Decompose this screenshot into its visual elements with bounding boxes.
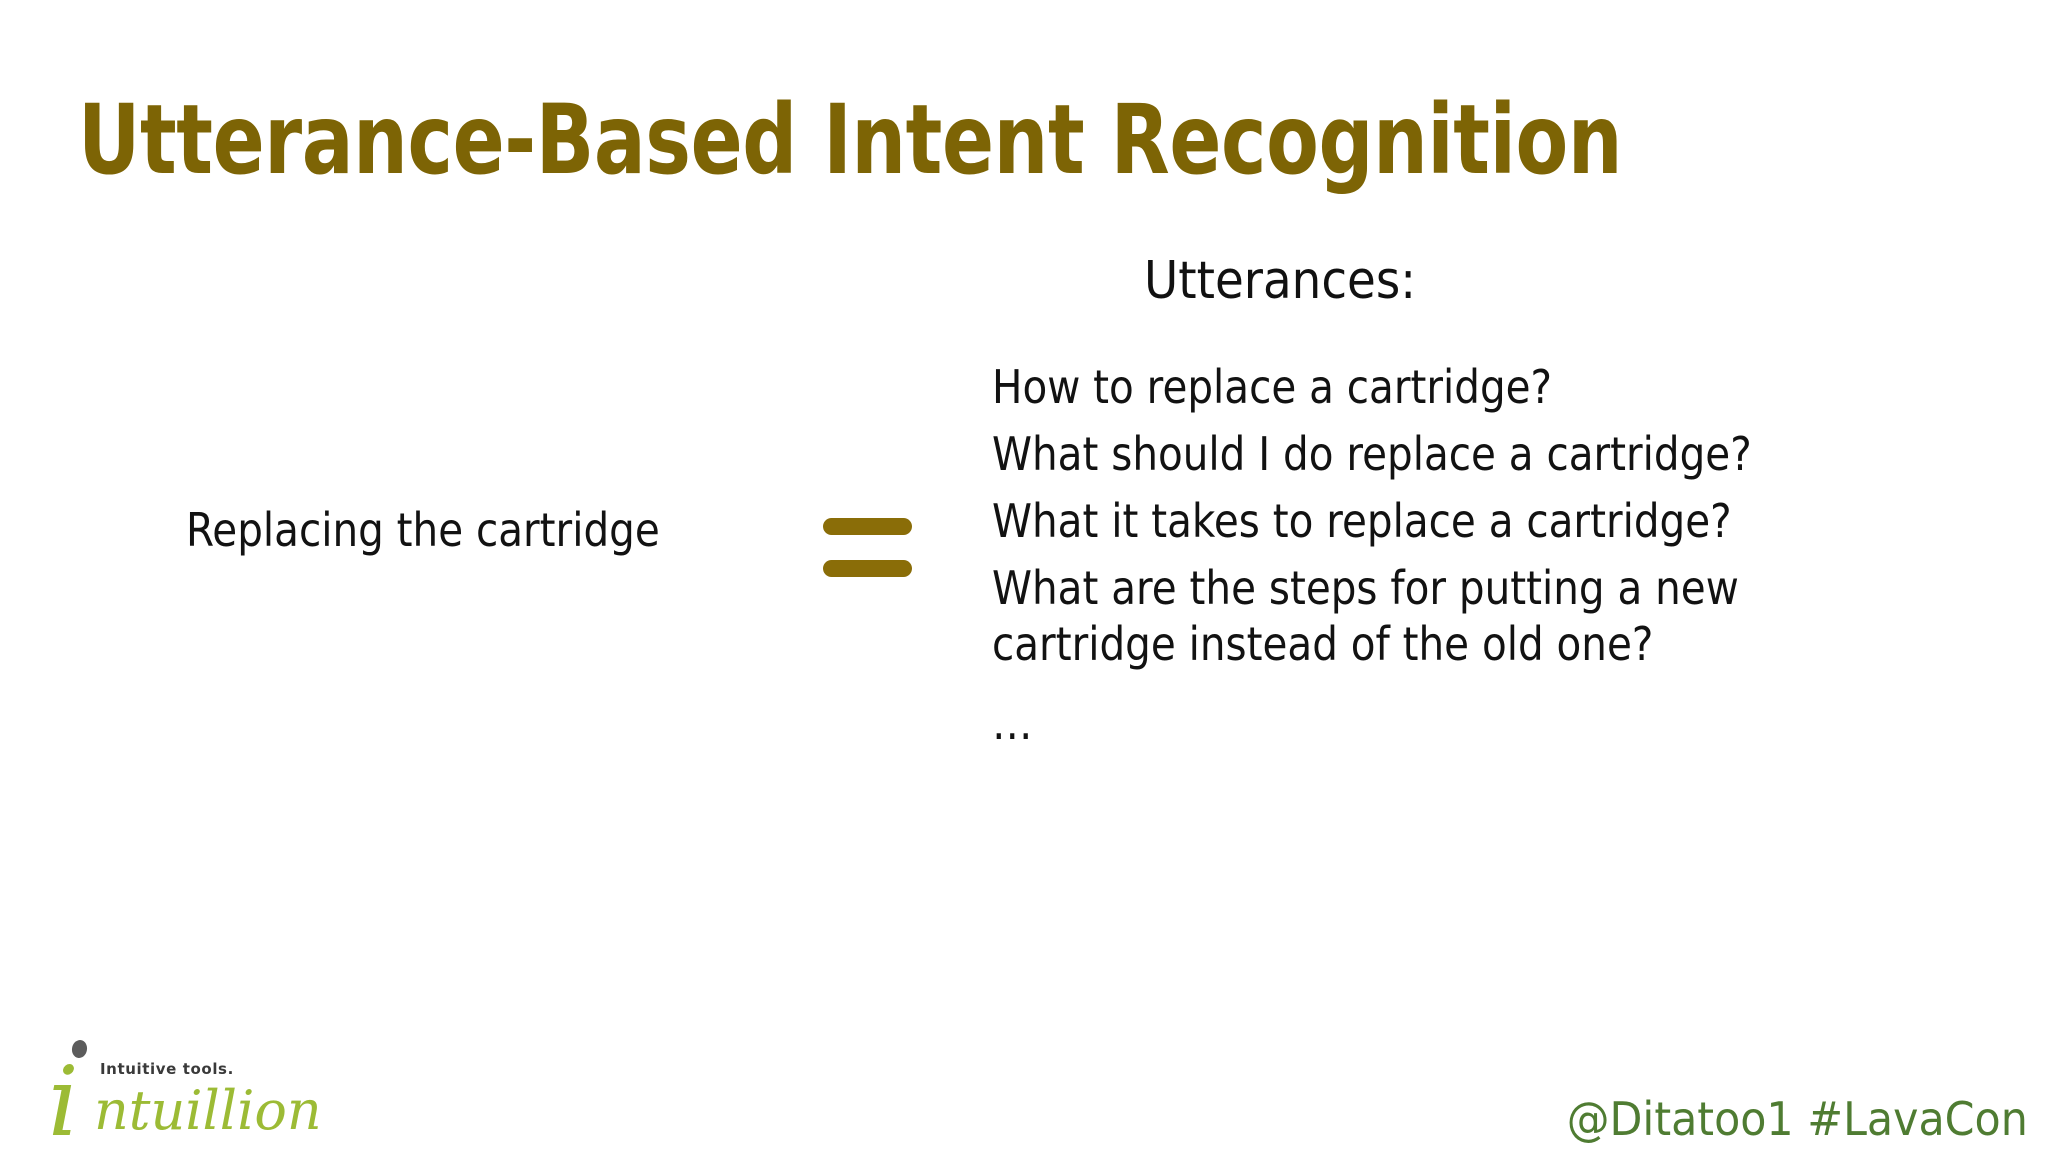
list-item: What should I do replace a cartridge? xyxy=(992,427,1752,482)
footer-social-handle: @Ditatoo1 #LavaCon xyxy=(1566,1092,2028,1146)
intent-label: Replacing the cartridge xyxy=(186,503,660,557)
utterances-heading: Utterances: xyxy=(1143,251,1416,311)
logo-tagline: Intuitive tools. xyxy=(100,1060,234,1078)
equals-icon-bar-top xyxy=(823,518,912,535)
list-item: What it takes to replace a cartridge? xyxy=(992,494,1732,549)
equals-icon-bar-bottom xyxy=(823,560,912,577)
logo-i-letter: i xyxy=(48,1046,79,1152)
list-item-ellipsis: … xyxy=(992,695,1034,750)
logo-wordmark: ntuillion xyxy=(94,1079,322,1142)
utterances-column: Utterances: How to replace a cartridge? … xyxy=(992,255,1972,762)
list-item: How to replace a cartridge? xyxy=(992,360,1553,414)
list-item: What are the steps for putting a new car… xyxy=(992,561,1739,672)
page-title: Utterance-Based Intent Recognition xyxy=(78,84,1623,197)
intuillion-logo: i Intuitive tools. ntuillion xyxy=(28,1032,322,1150)
equals-icon xyxy=(823,515,912,577)
utterance-list: How to replace a cartridge? What should … xyxy=(992,359,1972,751)
